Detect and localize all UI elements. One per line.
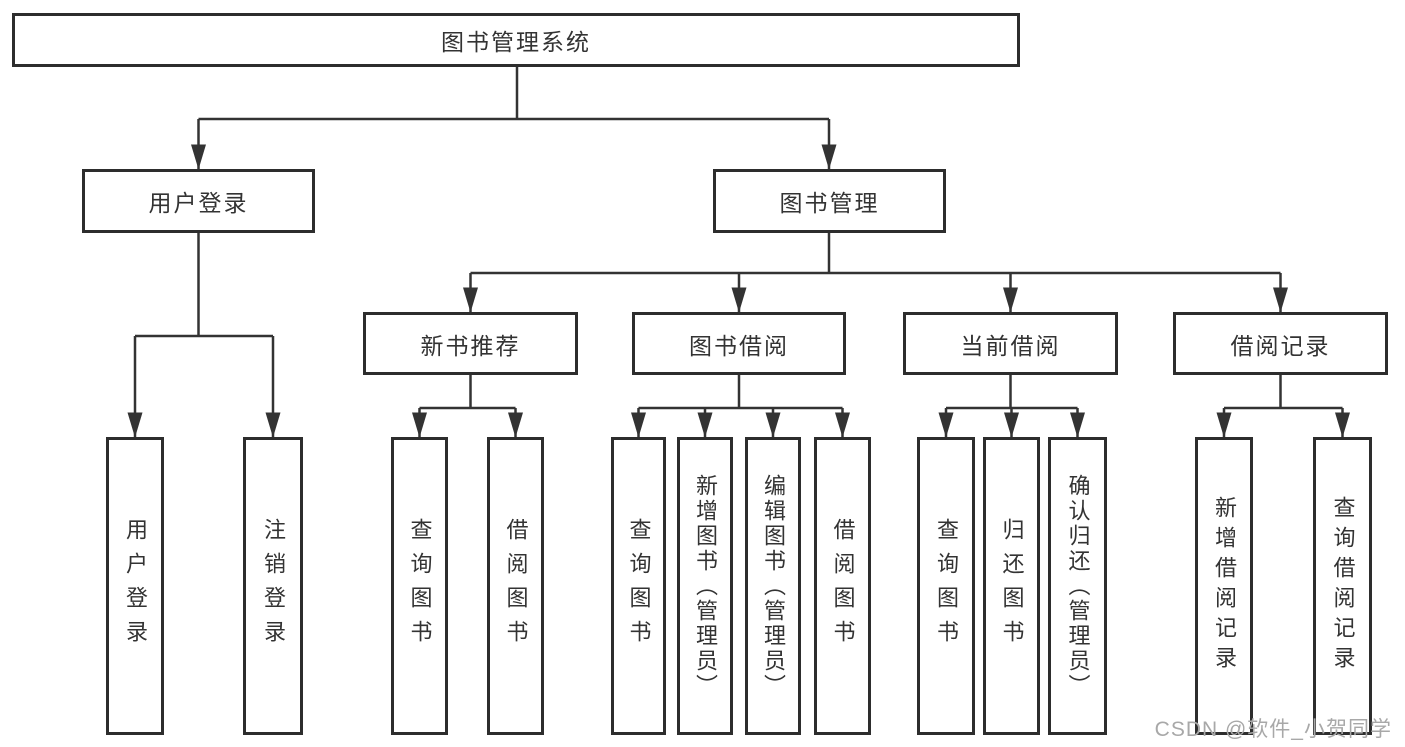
leaf-label: 借阅图书 (830, 518, 856, 654)
node-current-borrow: 当前借阅 (903, 312, 1118, 375)
leaf-query-books-current: 查询图书 (917, 437, 975, 735)
leaf-query-books-borrow: 查询图书 (611, 437, 666, 735)
node-book-borrow: 图书借阅 (632, 312, 846, 375)
connector-book-management-group (470, 233, 1281, 275)
connector-current-borrow-group (946, 375, 1078, 410)
node-new-book-recommend: 新书推荐 (363, 312, 578, 375)
leaf-label: 新增图书（管理员） (693, 473, 718, 699)
connector-borrow-records-group (1224, 375, 1343, 410)
csdn-watermark: CSDN @软件_小贺同学 (1154, 718, 1392, 741)
node-library-management-system: 图书管理系统 (12, 13, 1020, 67)
leaf-user-login: 用户登录 (106, 437, 164, 735)
leaf-label: 确认归还（管理员） (1065, 473, 1091, 699)
leaf-label: 查询图书 (407, 518, 433, 654)
node-borrow-records: 借阅记录 (1173, 312, 1388, 375)
node-label: 借阅记录 (1230, 332, 1331, 359)
node-book-management: 图书管理 (713, 169, 946, 233)
leaf-return-books: 归还图书 (983, 437, 1040, 735)
connector-user-login-group (135, 233, 273, 338)
connector-book-borrow-group (638, 375, 843, 410)
node-label: 图书管理 (779, 190, 880, 216)
connector-new-book-recommend-group (419, 375, 516, 410)
leaf-label: 借阅图书 (503, 518, 529, 654)
leaf-label: 新增借阅记录 (1212, 496, 1237, 676)
node-label: 新书推荐 (420, 332, 521, 359)
leaf-label: 查询图书 (934, 518, 959, 654)
leaf-confirm-return-admin: 确认归还（管理员） (1048, 437, 1107, 735)
leaf-add-borrow-record: 新增借阅记录 (1195, 437, 1253, 735)
leaf-add-book-admin: 新增图书（管理员） (677, 437, 733, 735)
leaf-borrow-books: 借阅图书 (814, 437, 871, 735)
leaf-label: 归还图书 (999, 518, 1025, 654)
node-label: 用户登录 (148, 190, 249, 216)
leaf-query-borrow-record: 查询借阅记录 (1313, 437, 1372, 735)
leaf-label: 查询图书 (626, 518, 652, 654)
leaf-logout: 注销登录 (243, 437, 303, 735)
node-label: 当前借阅 (960, 332, 1061, 359)
node-label: 图书管理系统 (441, 29, 591, 55)
leaf-label: 用户登录 (123, 518, 148, 654)
node-user-login: 用户登录 (82, 169, 315, 233)
leaf-borrow-books-recommend: 借阅图书 (487, 437, 544, 735)
leaf-label: 查询借阅记录 (1330, 496, 1356, 676)
leaf-query-books-recommend: 查询图书 (391, 437, 448, 735)
connector-root-to-level2 (198, 67, 829, 121)
leaf-label: 编辑图书（管理员） (761, 473, 786, 699)
leaf-edit-book-admin: 编辑图书（管理员） (745, 437, 801, 735)
node-label: 图书借阅 (689, 332, 789, 359)
leaf-label: 注销登录 (261, 518, 286, 654)
